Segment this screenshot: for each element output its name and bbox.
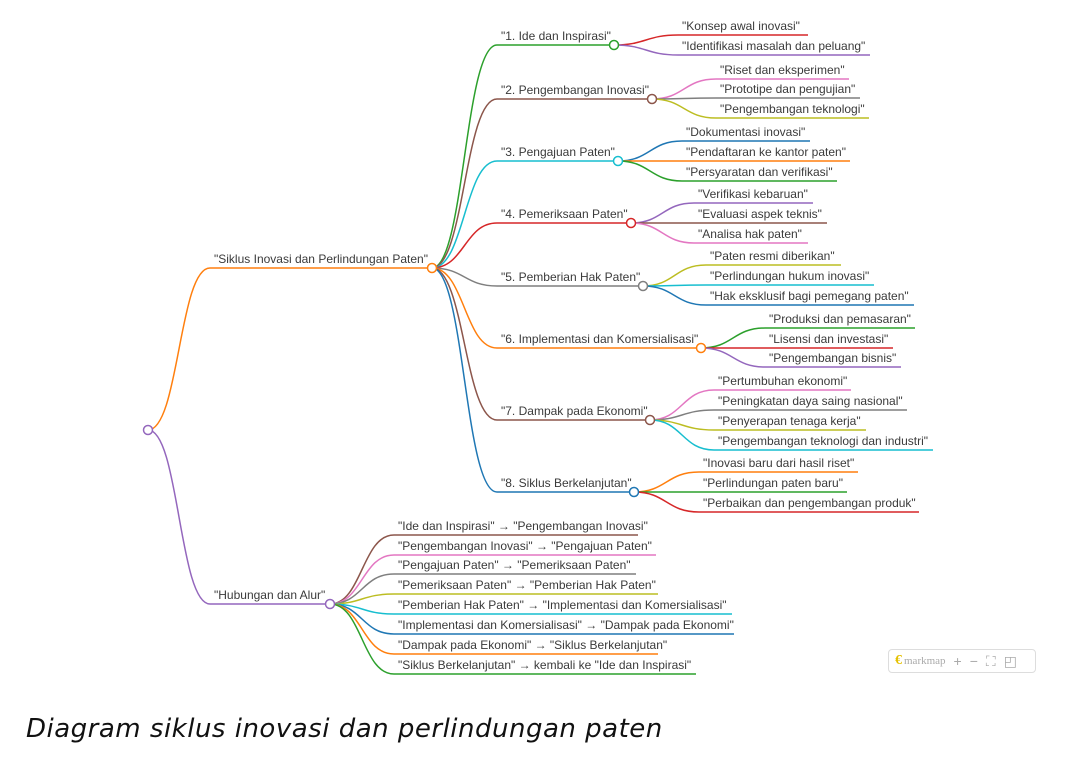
leaf-node-label[interactable]: "Riset dan eksperimen"	[720, 63, 845, 77]
markmap-brand[interactable]: €markmap	[895, 653, 946, 669]
branch-link	[642, 264, 707, 287]
zoom-in-button[interactable]: +	[953, 653, 962, 669]
branch-link	[633, 471, 700, 493]
node-collapse-toggle[interactable]	[628, 486, 640, 498]
toggle-recursive-button[interactable]: ◰	[1003, 653, 1017, 669]
node-collapse-toggle[interactable]	[625, 217, 637, 229]
branch-node-label[interactable]: "6. Implementasi dan Komersialisasi"	[501, 332, 698, 346]
node-collapse-toggle[interactable]	[612, 155, 624, 167]
branch-link	[329, 534, 395, 605]
branch-node-label[interactable]: "Siklus Inovasi dan Perlindungan Paten"	[214, 252, 428, 266]
leaf-node-label[interactable]: "Inovasi baru dari hasil riset"	[703, 456, 854, 470]
branch-link	[329, 554, 395, 605]
branch-link	[431, 267, 498, 287]
branch-link	[630, 202, 695, 224]
leaf-node-label[interactable]: "Lisensi dan investasi"	[769, 332, 888, 346]
branch-link	[651, 98, 717, 119]
leaf-node-label[interactable]: "Analisa hak paten"	[698, 227, 802, 241]
branch-link	[431, 222, 498, 269]
leaf-node-label[interactable]: "Perlindungan paten baru"	[703, 476, 843, 490]
leaf-node-label[interactable]: "Identifikasi masalah dan peluang"	[682, 39, 865, 53]
leaf-node-label[interactable]: "Pengembangan bisnis"	[769, 351, 896, 365]
leaf-node-label[interactable]: "Evaluasi aspek teknis"	[698, 207, 822, 221]
node-collapse-toggle[interactable]	[646, 93, 658, 105]
branch-link	[613, 34, 679, 46]
diagram-caption: Diagram siklus inovasi dan perlindungan …	[26, 714, 663, 744]
leaf-node-label[interactable]: "Pemeriksaan Paten" → "Pemberian Hak Pat…	[398, 578, 656, 592]
branch-link	[431, 44, 498, 269]
branch-node-label[interactable]: "1. Ide dan Inspirasi"	[501, 29, 611, 43]
branch-link	[630, 222, 695, 244]
branch-link	[147, 267, 211, 431]
leaf-node-label[interactable]: "Hak eksklusif bagi pemegang paten"	[710, 289, 909, 303]
leaf-node-label[interactable]: "Pengembangan teknologi dan industri"	[718, 434, 928, 448]
zoom-out-button[interactable]: −	[969, 653, 978, 669]
leaf-node-label[interactable]: "Dampak pada Ekonomi" → "Siklus Berkelan…	[398, 638, 667, 652]
branch-link	[329, 603, 395, 655]
branch-node-label[interactable]: "3. Pengajuan Paten"	[501, 145, 615, 159]
branch-link	[642, 285, 707, 306]
branch-link	[431, 267, 498, 421]
brand-label: markmap	[904, 655, 946, 667]
node-collapse-toggle[interactable]	[426, 262, 438, 274]
leaf-node-label[interactable]: "Konsep awal inovasi"	[682, 19, 800, 33]
branch-link	[700, 327, 766, 349]
leaf-node-label[interactable]: "Dokumentasi inovasi"	[686, 125, 805, 139]
leaf-node-label[interactable]: "Prototipe dan pengujian"	[720, 82, 855, 96]
node-collapse-toggle[interactable]	[644, 414, 656, 426]
root-node-toggle[interactable]	[142, 424, 154, 436]
leaf-node-label[interactable]: "Pengembangan Inovasi" → "Pengajuan Pate…	[398, 539, 652, 553]
leaf-node-label[interactable]: "Ide dan Inspirasi" → "Pengembangan Inov…	[398, 519, 648, 533]
node-collapse-toggle[interactable]	[608, 39, 620, 51]
branch-link	[617, 160, 683, 182]
node-collapse-toggle[interactable]	[324, 598, 336, 610]
leaf-node-label[interactable]: "Peningkatan daya saing nasional"	[718, 394, 903, 408]
leaf-node-label[interactable]: "Perlindungan hukum inovasi"	[710, 269, 869, 283]
branch-link	[147, 429, 211, 605]
leaf-node-label[interactable]: "Pengajuan Paten" → "Pemeriksaan Paten"	[398, 558, 631, 572]
leaf-node-label[interactable]: "Perbaikan dan pengembangan produk"	[703, 496, 916, 510]
branch-link	[649, 419, 715, 451]
branch-link	[617, 140, 683, 162]
leaf-node-label[interactable]: "Pendaftaran ke kantor paten"	[686, 145, 846, 159]
leaf-node-label[interactable]: "Produksi dan pemasaran"	[769, 312, 911, 326]
branch-node-label[interactable]: "5. Pemberian Hak Paten"	[501, 270, 640, 284]
leaf-node-label[interactable]: "Implementasi dan Komersialisasi" → "Dam…	[398, 618, 734, 632]
branch-link	[431, 267, 498, 349]
branch-link	[329, 603, 395, 675]
node-collapse-toggle[interactable]	[637, 280, 649, 292]
branch-link	[633, 491, 700, 513]
markmap-toolbar: €markmap + − ⛶ ◰	[888, 649, 1036, 673]
branch-node-label[interactable]: "8. Siklus Berkelanjutan"	[501, 476, 632, 490]
mindmap: "Siklus Inovasi dan Perlindungan Paten" "…	[142, 19, 933, 675]
leaf-node-label[interactable]: "Penyerapan tenaga kerja"	[718, 414, 861, 428]
leaf-node-label[interactable]: "Persyaratan dan verifikasi"	[686, 165, 833, 179]
leaf-node-label[interactable]: "Pemberian Hak Paten" → "Implementasi da…	[398, 598, 727, 612]
leaf-node-label[interactable]: "Verifikasi kebaruan"	[698, 187, 808, 201]
markmap-logo-icon: €	[895, 653, 902, 668]
branch-link	[431, 160, 498, 269]
leaf-node-label[interactable]: "Siklus Berkelanjutan" → kembali ke "Ide…	[398, 658, 691, 672]
node-collapse-toggle[interactable]	[695, 342, 707, 354]
branch-node-label[interactable]: "7. Dampak pada Ekonomi"	[501, 404, 648, 418]
branch-link	[431, 267, 498, 493]
branch-link	[431, 98, 498, 269]
leaf-node-label[interactable]: "Pertumbuhan ekonomi"	[718, 374, 847, 388]
branch-node-label[interactable]: "4. Pemeriksaan Paten"	[501, 207, 628, 221]
branch-link	[613, 44, 679, 56]
branch-link	[651, 78, 717, 100]
fit-view-button[interactable]: ⛶	[985, 653, 996, 669]
branch-node-label[interactable]: "2. Pengembangan Inovasi"	[501, 83, 649, 97]
branch-link	[700, 347, 766, 368]
branch-node-label[interactable]: "Hubungan dan Alur"	[214, 588, 325, 602]
leaf-node-label[interactable]: "Paten resmi diberikan"	[710, 249, 835, 263]
leaf-node-label[interactable]: "Pengembangan teknologi"	[720, 102, 865, 116]
